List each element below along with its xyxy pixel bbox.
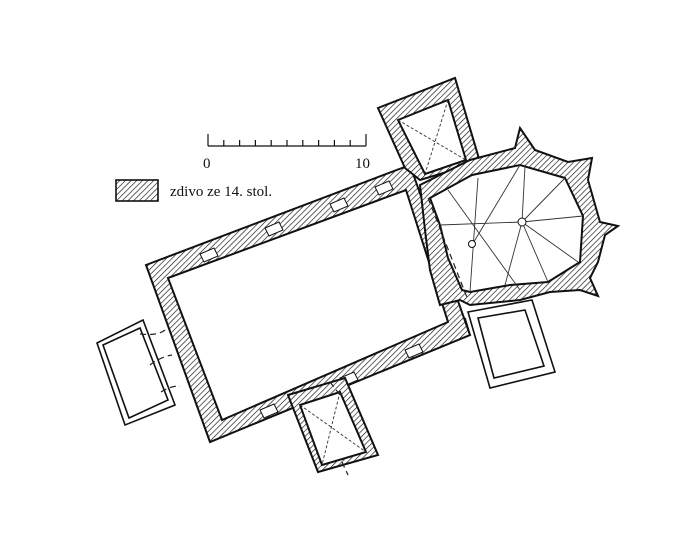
legend: zdivo ze 14. stol. <box>115 179 272 202</box>
nave-windows <box>199 180 424 419</box>
legend-swatch <box>115 179 159 202</box>
west-porch <box>96 318 181 427</box>
chancel <box>418 125 621 307</box>
scale-ticks <box>207 134 367 146</box>
scale-bar: 0 10 <box>203 134 370 172</box>
scale-end-label: 10 <box>355 156 370 172</box>
scale-start-label: 0 <box>203 156 211 172</box>
south-east-annex <box>464 299 557 389</box>
south-porch <box>286 376 380 476</box>
legend-label: zdivo ze 14. stol. <box>170 184 272 200</box>
